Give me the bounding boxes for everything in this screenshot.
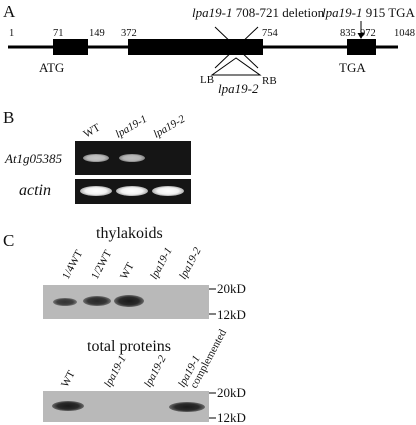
exon-2 — [128, 39, 263, 55]
actin-band-wt — [80, 186, 112, 196]
point-mutation-annotation: lpa19-1 915 TGA — [322, 5, 416, 20]
left-border-label: LB — [200, 74, 214, 86]
panel-label-c: C — [3, 231, 14, 250]
position-1048: 1048 — [394, 28, 415, 39]
total-lane-label-2: lpa19-1 — [102, 354, 129, 390]
thylakoid-lane-label-2: 1/2WT — [89, 248, 114, 281]
position-972: 972 — [360, 28, 376, 39]
stop-codon-label: TGA — [339, 60, 366, 75]
thylakoid-band-2 — [83, 296, 111, 306]
deletion-text: 708-721 deletion — [236, 5, 325, 20]
thylakoid-lane-label-1: 1/4WT — [60, 248, 85, 281]
thylakoid-lane-label-3: WT — [118, 260, 137, 281]
right-border-label: RB — [262, 75, 277, 87]
point-mutation-arrowhead — [357, 33, 365, 39]
point-mutation-allele: lpa19-1 — [322, 5, 362, 20]
western-blot-thylakoids: thylakoids 1/4WT 1/2WT WT lpa19-1 lpa19-… — [43, 225, 246, 322]
exon-1 — [53, 39, 88, 55]
deletion-cross-line-2 — [214, 26, 259, 69]
total-proteins-title: total proteins — [87, 338, 171, 355]
gel-lane-label-lpa19-1: lpa19-1 — [114, 113, 150, 141]
gel-lane-label-lpa19-2: lpa19-2 — [152, 113, 188, 141]
position-754: 754 — [262, 28, 279, 39]
position-372: 372 — [121, 28, 137, 39]
panel-label-b: B — [3, 108, 14, 127]
insertion-allele-label: lpa19-2 — [218, 81, 259, 96]
thylakoid-lane-label-4: lpa19-1 — [148, 246, 175, 282]
point-mutation-text: 915 TGA — [366, 5, 416, 20]
position-835: 835 — [340, 28, 356, 39]
gel-band-wt — [83, 154, 109, 162]
exon-3 — [347, 39, 376, 55]
actin-band-lpa19-2 — [152, 186, 184, 196]
western-blot-total-proteins: total proteins WT lpa19-1 lpa19-2 lpa19-… — [43, 327, 246, 425]
total-lane-label-3: lpa19-2 — [142, 353, 169, 389]
rt-pcr-gel: WT lpa19-1 lpa19-2 At1g05385 actin — [4, 113, 191, 204]
control-label: actin — [19, 182, 51, 199]
deletion-allele: lpa19-1 — [192, 5, 232, 20]
total-band-complemented — [169, 402, 205, 412]
marker-20kd-total: 20kD — [217, 385, 246, 400]
thylakoid-band-3 — [114, 295, 144, 307]
total-band-wt — [52, 401, 84, 411]
marker-12kd-total: 12kD — [217, 410, 246, 425]
start-codon-label: ATG — [39, 60, 64, 75]
thylakoid-band-1 — [53, 298, 77, 306]
position-149: 149 — [89, 28, 105, 39]
gene-label: At1g05385 — [4, 151, 63, 166]
gene-structure: 1 71 149 372 754 835 972 1048 ATG TGA lp… — [8, 5, 416, 96]
position-1: 1 — [9, 28, 14, 39]
gel-lane-label-wt: WT — [82, 122, 103, 141]
thylakoids-title: thylakoids — [96, 225, 163, 242]
total-lane-label-1: WT — [59, 368, 78, 389]
tdna-insertion-triangle — [210, 57, 262, 76]
thylakoid-lane-label-5: lpa19-2 — [177, 245, 204, 281]
deletion-annotation: lpa19-1 708-721 deletion — [192, 5, 325, 20]
actin-band-lpa19-1 — [116, 186, 148, 196]
marker-20kd: 20kD — [217, 281, 246, 296]
gel-band-lpa19-1 — [119, 154, 145, 162]
position-71: 71 — [53, 28, 64, 39]
panel-label-a: A — [3, 2, 16, 21]
marker-12kd: 12kD — [217, 307, 246, 322]
